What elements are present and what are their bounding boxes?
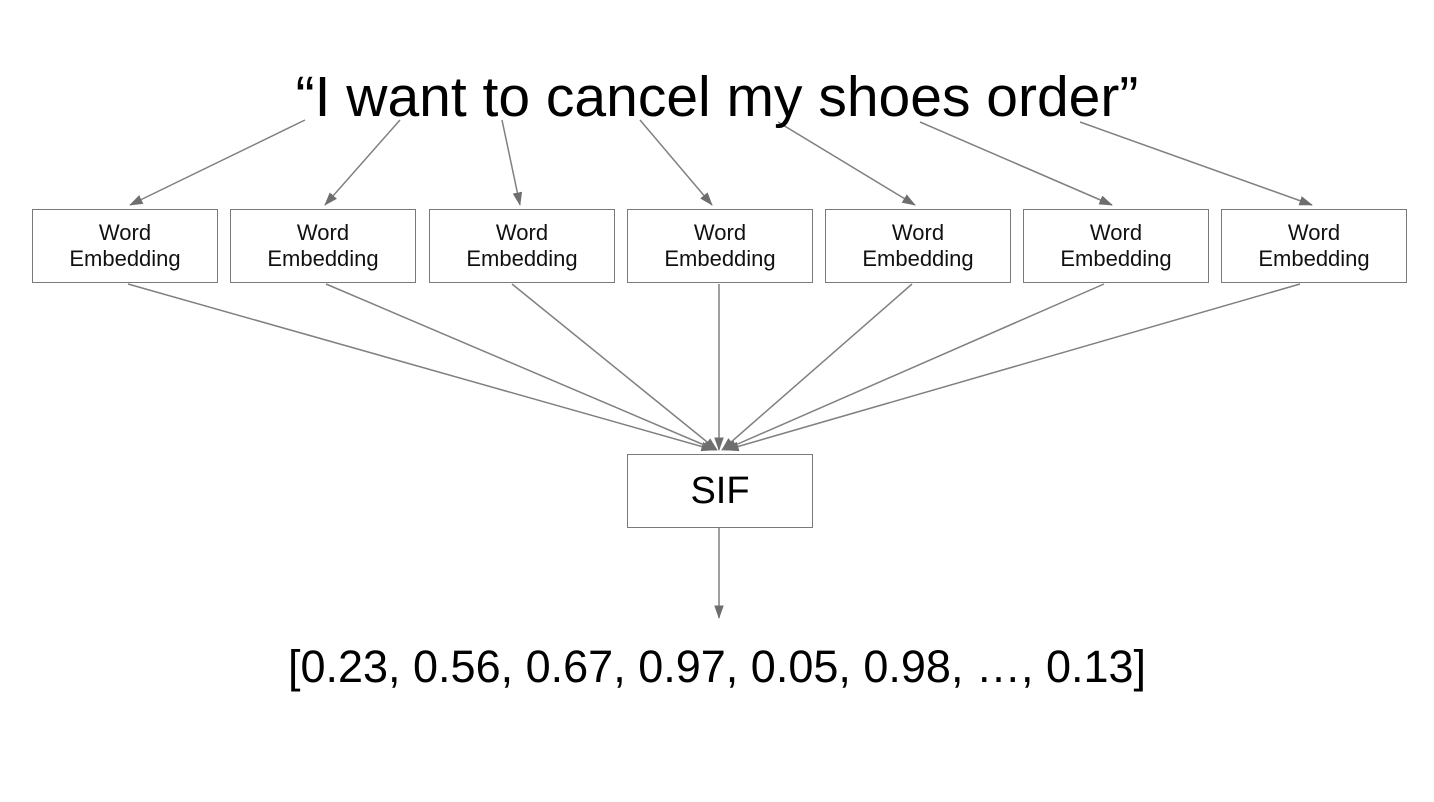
word-embedding-label-7: Word Embedding bbox=[1258, 220, 1370, 271]
arrow-embedding-6-to-sif bbox=[723, 283, 1105, 451]
word-embedding-label-3: Word Embedding bbox=[466, 220, 578, 271]
word-embedding-box-7: Word Embedding bbox=[1221, 209, 1407, 283]
word-embedding-label-5: Word Embedding bbox=[862, 220, 974, 271]
arrow-sentence-to-embedding-4 bbox=[639, 119, 713, 206]
word-embedding-label-2: Word Embedding bbox=[267, 220, 379, 271]
arrow-embedding-7-to-sif bbox=[725, 283, 1301, 452]
arrow-embedding-5-to-sif bbox=[721, 283, 913, 451]
word-embedding-box-6: Word Embedding bbox=[1023, 209, 1209, 283]
sif-aggregator-box: SIF bbox=[627, 454, 813, 528]
word-embedding-box-3: Word Embedding bbox=[429, 209, 615, 283]
word-embedding-label-1: Word Embedding bbox=[69, 220, 181, 271]
output-vector-text: [0.23, 0.56, 0.67, 0.97, 0.05, 0.98, …, … bbox=[287, 641, 1147, 692]
input-sentence-text: “I want to cancel my shoes order” bbox=[295, 65, 1139, 129]
arrow-embedding-3-to-sif bbox=[511, 283, 718, 451]
word-embedding-box-5: Word Embedding bbox=[825, 209, 1011, 283]
arrow-sentence-to-embedding-1 bbox=[129, 119, 306, 206]
word-embedding-box-1: Word Embedding bbox=[32, 209, 218, 283]
word-embedding-label-6: Word Embedding bbox=[1060, 220, 1172, 271]
arrow-embedding-2-to-sif bbox=[325, 283, 717, 451]
arrow-sentence-to-embedding-6 bbox=[919, 121, 1113, 206]
arrow-sentence-to-embedding-5 bbox=[777, 121, 916, 206]
word-embedding-label-4: Word Embedding bbox=[664, 220, 776, 271]
arrow-sentence-to-embedding-7 bbox=[1079, 121, 1313, 206]
word-embedding-box-4: Word Embedding bbox=[627, 209, 813, 283]
word-embedding-box-2: Word Embedding bbox=[230, 209, 416, 283]
arrow-sentence-to-embedding-2 bbox=[324, 119, 401, 206]
arrow-sentence-to-embedding-3 bbox=[501, 119, 523, 206]
arrow-embedding-1-to-sif bbox=[127, 283, 715, 452]
sif-label: SIF bbox=[690, 470, 750, 512]
